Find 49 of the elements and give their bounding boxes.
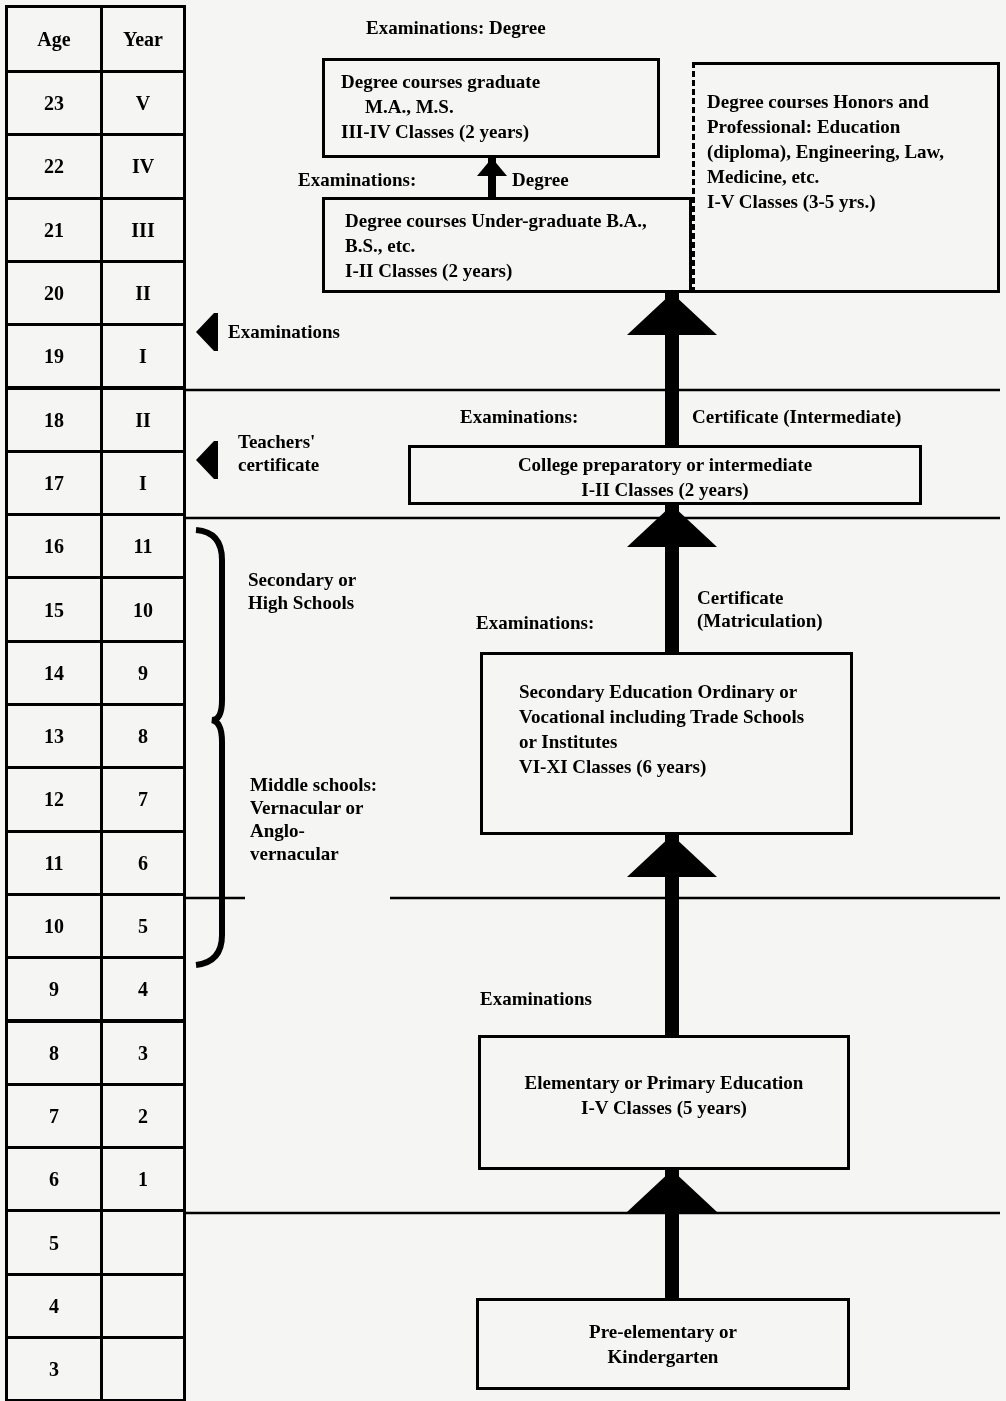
- annotation-text: Middle schools: Vernacular or Anglo-vernacular: [250, 773, 379, 865]
- year-cell: II: [100, 386, 186, 453]
- stage-text: College preparatory or intermediate: [517, 453, 813, 477]
- annotation-text: Examinations: [228, 320, 341, 343]
- stage-box: [480, 652, 853, 835]
- annotation-text: Certificate (Matriculation): [697, 586, 824, 632]
- stage-box: [322, 197, 692, 293]
- annotation-text: Examinations: [480, 987, 593, 1010]
- stage-text: Degree courses graduate: [341, 70, 541, 94]
- stage-text: Degree courses Honors and Professional: Education (diploma), Engineering, Law, Medicine, etc.: [707, 90, 945, 189]
- column-header: Year: [100, 5, 186, 73]
- annotation-text: Secondary or High Schools: [248, 568, 357, 614]
- stage-text: III-IV Classes (2 years): [341, 120, 530, 144]
- year-cell: 3: [100, 1019, 186, 1086]
- age-cell: 18: [5, 386, 103, 453]
- annotation-text: Examinations:: [298, 168, 418, 191]
- stage-text: M.A., M.S.: [364, 95, 454, 119]
- arrow: [627, 505, 717, 652]
- arrow: [477, 158, 507, 197]
- age-cell: 3: [5, 1336, 103, 1401]
- stage-text: Elementary or Primary Education: [524, 1071, 804, 1095]
- stage-text: I-II Classes (2 years): [345, 259, 513, 283]
- stage-text: Secondary Education Ordinary or Vocational including Trade Schools or Institutes: [519, 680, 806, 754]
- stage-text: VI-XI Classes (6 years): [519, 755, 707, 779]
- annotation-text: Certificate (Intermediate): [692, 405, 903, 428]
- stage-box: [322, 58, 660, 158]
- annotation-text: Examinations:: [476, 611, 596, 634]
- age-cell: 19: [5, 323, 103, 390]
- annotation-text: Degree: [512, 168, 570, 191]
- arrow: [627, 293, 717, 445]
- year-cell: I: [100, 323, 186, 390]
- stage-text: I-V Classes (5 years): [581, 1096, 747, 1120]
- arrow: [627, 1170, 717, 1298]
- stage-box: [476, 1298, 850, 1390]
- stage-text: I-II Classes (2 years): [581, 478, 749, 502]
- age-cell: 8: [5, 1019, 103, 1086]
- column-header: Age: [5, 5, 103, 73]
- stage-box: [408, 445, 922, 505]
- stage-text: Pre-elementary or Kindergarten: [588, 1320, 738, 1369]
- year-cell: 4: [100, 956, 186, 1023]
- age-cell: 9: [5, 956, 103, 1023]
- annotation-text: Examinations: Degree: [366, 16, 547, 39]
- annotation-text: Examinations:: [460, 405, 580, 428]
- stage-text: I-V Classes (3-5 yrs.): [707, 190, 876, 214]
- stage-text: Degree courses Under-graduate B.A., B.S., etc.: [345, 209, 648, 258]
- stage-box: [692, 62, 1000, 293]
- annotation-text: Teachers' certificate: [238, 430, 321, 476]
- stage-box: [478, 1035, 850, 1170]
- arrow: [627, 835, 717, 1035]
